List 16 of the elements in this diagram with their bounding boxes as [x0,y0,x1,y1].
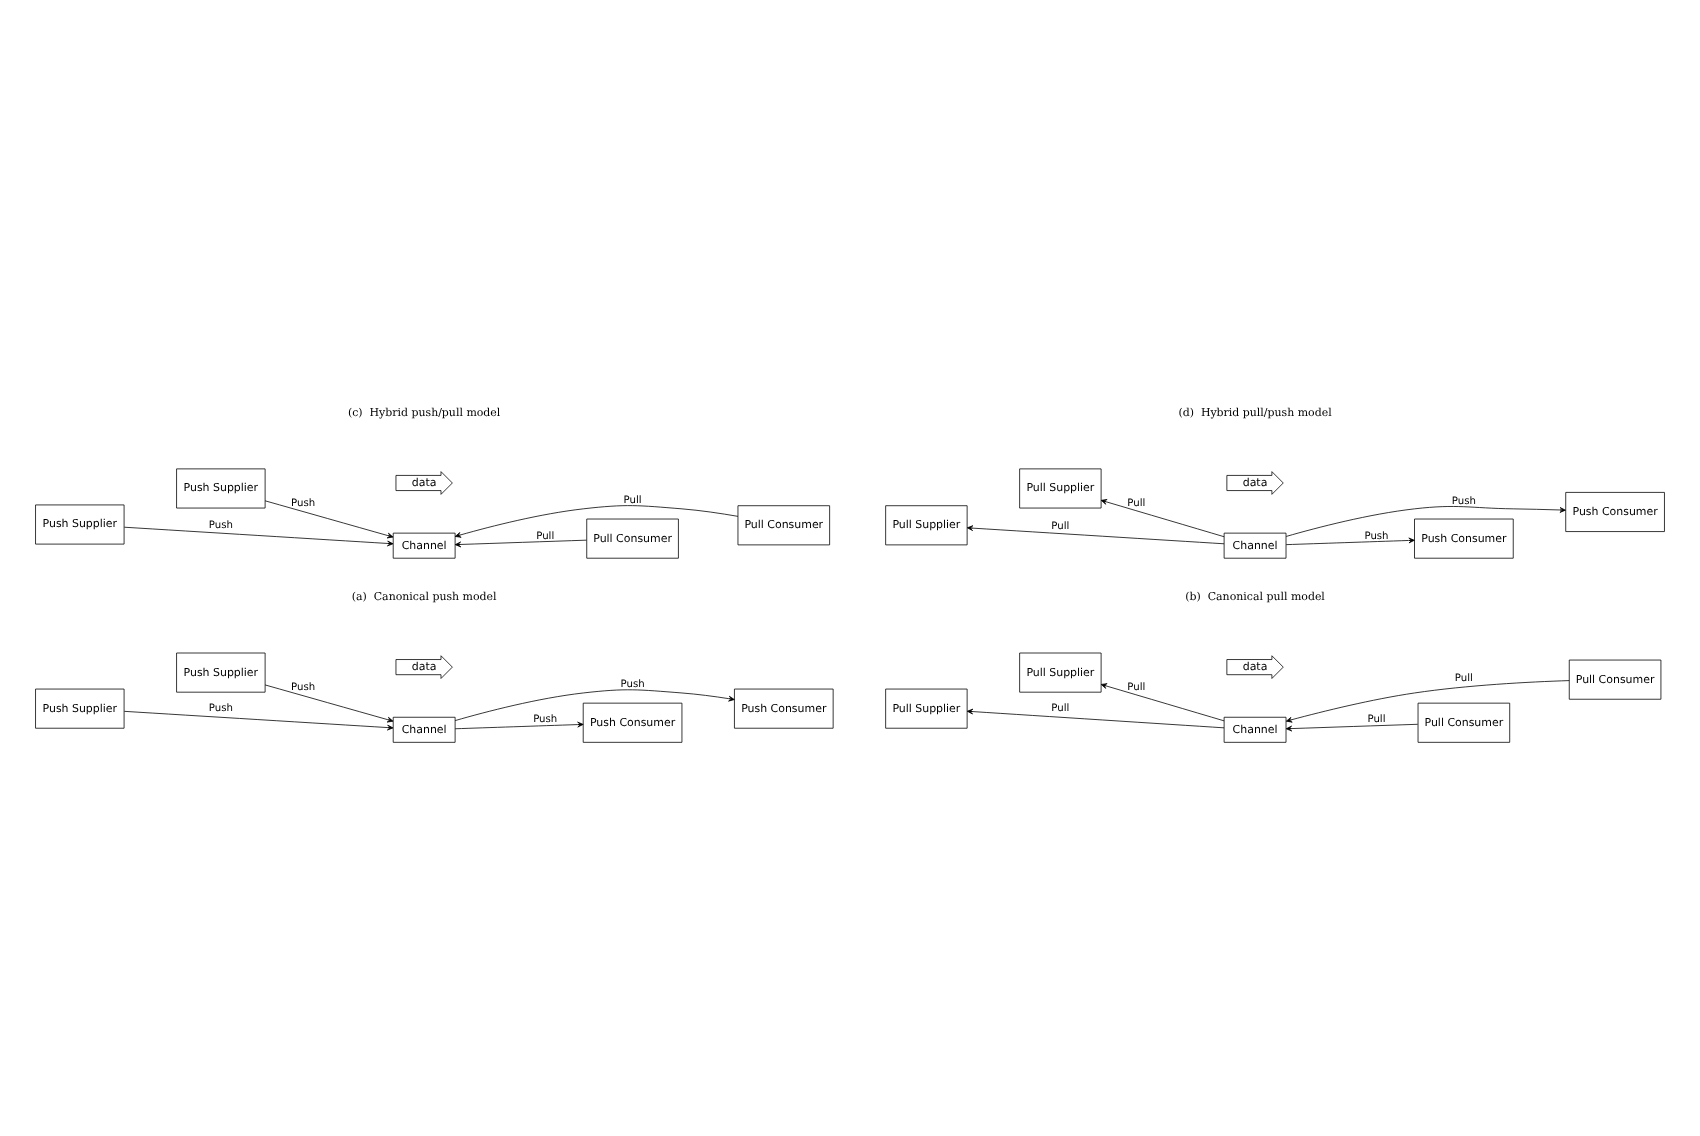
arrow [264,500,394,539]
arrow [966,525,1225,545]
arrow [1285,537,1415,546]
arrow [1285,680,1570,723]
arrow [454,721,584,730]
arrow [123,710,394,731]
arrow [1285,723,1419,732]
arrow [264,684,394,723]
arrow [454,539,587,548]
arrow [1285,506,1566,537]
arrow [123,526,394,547]
arrow [1100,683,1225,722]
arrow [1100,499,1225,538]
arrow [454,689,735,721]
arrow [966,708,1225,729]
arrow [454,505,739,538]
